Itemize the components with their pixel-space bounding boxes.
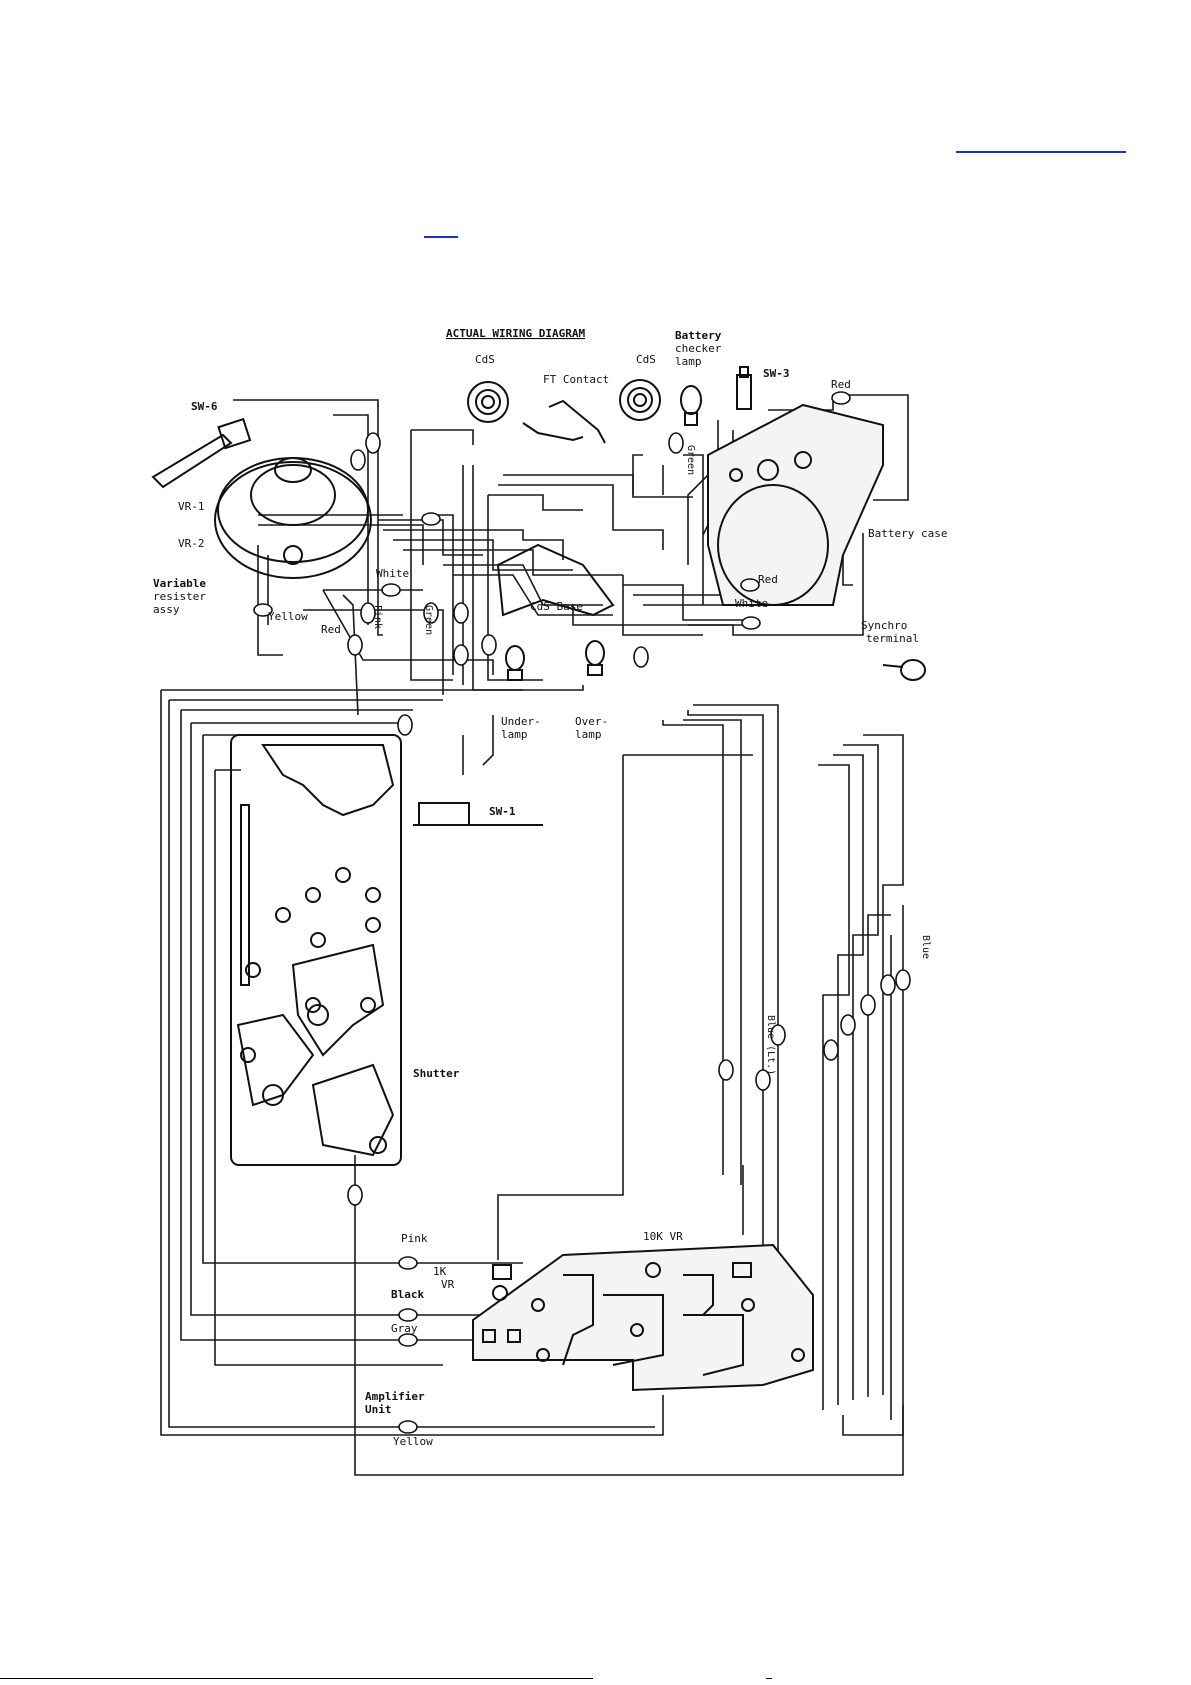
cds-left: CdS [468, 353, 508, 422]
svg-text:Green: Green [685, 445, 696, 475]
svg-text:VR: VR [441, 1278, 455, 1291]
wiring-diagram: ACTUAL WIRING DIAGRAM [143, 315, 1043, 1595]
svg-text:Gray: Gray [391, 1322, 418, 1335]
svg-text:Red: Red [831, 378, 851, 391]
svg-text:resister: resister [153, 590, 206, 603]
svg-text:Red: Red [321, 623, 341, 636]
svg-text:White: White [735, 597, 768, 610]
svg-text:VR-1: VR-1 [178, 500, 205, 513]
svg-text:1K: 1K [433, 1265, 447, 1278]
svg-text:SW-1: SW-1 [489, 805, 516, 818]
sw3-switch: SW-3 [737, 367, 790, 409]
svg-text:Yellow: Yellow [393, 1435, 433, 1448]
svg-text:CdS Base: CdS Base [530, 600, 583, 613]
svg-text:assy: assy [153, 603, 180, 616]
amplifier-unit: 10K VR 1K VR Amplifier Unit [365, 1230, 813, 1416]
svg-text:CdS: CdS [636, 353, 656, 366]
sw1-switch: SW-1 [413, 803, 543, 825]
battery-checker-lamp: Battery checker lamp [675, 329, 722, 425]
shutter: Shutter [231, 735, 460, 1165]
page-link-top-right[interactable] [956, 151, 1126, 153]
svg-text:Synchro: Synchro [861, 619, 907, 632]
svg-text:FT Contact: FT Contact [543, 373, 609, 386]
svg-text:SW-3: SW-3 [763, 367, 790, 380]
svg-text:lamp: lamp [675, 355, 702, 368]
svg-text:White: White [376, 567, 409, 580]
page-link-mid-left[interactable] [424, 236, 458, 238]
svg-text:Red: Red [758, 573, 778, 586]
svg-text:Yellow: Yellow [268, 610, 308, 623]
svg-text:Battery case: Battery case [868, 527, 947, 540]
svg-text:Amplifier: Amplifier [365, 1390, 425, 1403]
battery-case: Battery case [708, 405, 947, 605]
svg-text:Pink: Pink [372, 605, 383, 629]
svg-text:Blue (Lt.): Blue (Lt.) [765, 1015, 776, 1075]
svg-text:SW-6: SW-6 [191, 400, 218, 413]
under-lamp: Under- lamp [501, 646, 541, 741]
svg-text:Blue: Blue [920, 935, 931, 959]
svg-text:VR-2: VR-2 [178, 537, 205, 550]
svg-text:10K VR: 10K VR [643, 1230, 683, 1243]
svg-text:Black: Black [391, 1288, 424, 1301]
svg-text:Green: Green [423, 605, 434, 635]
svg-text:Variable: Variable [153, 577, 206, 590]
synchro-terminal: Synchro terminal [861, 619, 925, 680]
bottom-rule-left [0, 1678, 593, 1679]
svg-text:Battery: Battery [675, 329, 722, 342]
diagram-title: ACTUAL WIRING DIAGRAM [446, 327, 585, 340]
svg-text:Unit: Unit [365, 1403, 392, 1416]
svg-text:CdS: CdS [475, 353, 495, 366]
variable-resistor-assy: VR-1 VR-2 Variable resister assy [153, 458, 371, 616]
over-lamp: Over- lamp [575, 641, 608, 741]
ft-contact: FT Contact [523, 373, 609, 443]
svg-text:terminal: terminal [866, 632, 919, 645]
svg-text:lamp: lamp [501, 728, 528, 741]
svg-text:lamp: lamp [575, 728, 602, 741]
cds-right: CdS [620, 353, 660, 420]
svg-text:checker: checker [675, 342, 722, 355]
svg-text:Over-: Over- [575, 715, 608, 728]
sw6-switch: SW-6 [153, 400, 250, 487]
svg-text:Shutter: Shutter [413, 1067, 460, 1080]
svg-text:Under-: Under- [501, 715, 541, 728]
svg-text:Pink: Pink [401, 1232, 428, 1245]
bottom-rule-right [766, 1678, 772, 1679]
